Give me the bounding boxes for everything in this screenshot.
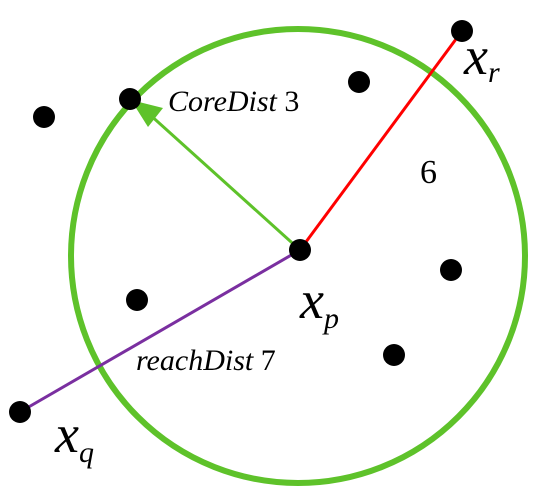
xq-main: x (54, 404, 79, 464)
reach-dist-label: reachDist 7 (136, 344, 276, 377)
xp-main: x (299, 270, 324, 330)
distance-r-label: 6 (420, 154, 437, 191)
reach-line-xr (298, 30, 464, 251)
xp-label: xp (299, 270, 339, 335)
reach-line-xq (19, 248, 301, 414)
xq-sub: q (79, 436, 94, 469)
point-xq (9, 401, 31, 423)
xr-main: x (463, 26, 488, 86)
point-inside-right (440, 259, 462, 281)
xp-sub: p (322, 302, 339, 335)
core-dist-label: CoreDist 3 (168, 85, 299, 118)
xr-sub: r (488, 56, 500, 89)
core-dist-arrow-shaft (146, 111, 302, 252)
reach-dist-value: 7 (261, 344, 276, 377)
point-xr (451, 20, 473, 42)
core-dist-value: 3 (284, 85, 299, 118)
core-dist-name: CoreDist (168, 85, 278, 118)
reach-dist-space (253, 344, 261, 377)
point-xp (289, 239, 311, 261)
point-inside-bottom (383, 344, 405, 366)
core-circle (68, 26, 528, 486)
xq-label: xq (54, 404, 94, 469)
core-dist-space (277, 85, 285, 118)
point-inside-top (348, 71, 370, 93)
point-inside-left (126, 289, 148, 311)
reach-dist-name: reachDist (136, 344, 254, 377)
xr-label: xr (463, 26, 500, 89)
point-core (119, 88, 141, 110)
point-outside-left (33, 106, 55, 128)
core-dist-arrow-head (131, 100, 163, 127)
